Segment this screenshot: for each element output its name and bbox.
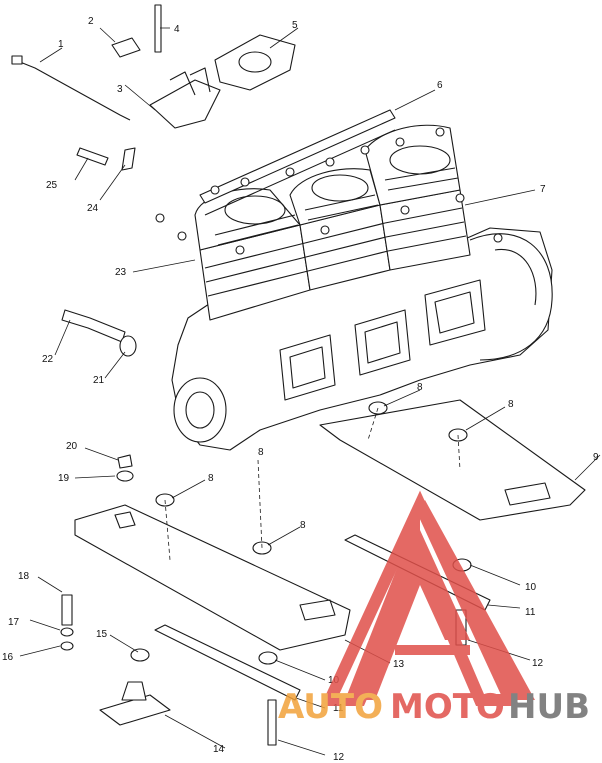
callout-12a: 12	[532, 658, 544, 669]
mount-plates	[60, 399, 586, 746]
callout-12b: 12	[333, 752, 345, 763]
callout-16: 16	[2, 652, 14, 663]
gasket	[214, 34, 296, 91]
bolt-12-bottom	[267, 699, 277, 746]
callout-8d: 8	[508, 399, 514, 410]
loose-parts	[11, 4, 296, 482]
nut-19	[116, 470, 134, 482]
callout-4: 4	[174, 24, 180, 35]
engine-assembly	[155, 109, 553, 451]
callout-6: 6	[437, 80, 443, 91]
watermark-hub: HUB	[508, 687, 590, 727]
watermark-logo: AUTO MOTO HUB	[278, 490, 590, 727]
callout-22: 22	[42, 354, 54, 365]
engine-plate-right	[319, 399, 586, 521]
decal	[111, 37, 141, 58]
callout-1: 1	[58, 39, 64, 50]
callout-11b: 11	[333, 703, 344, 714]
callout-9: 9	[593, 452, 599, 463]
callout-10a: 10	[525, 582, 537, 593]
callout-17: 17	[8, 617, 20, 628]
mount-bolt	[61, 309, 126, 343]
bolt-18	[61, 594, 73, 626]
callout-8b: 8	[300, 520, 306, 531]
callout-11a: 11	[525, 607, 536, 618]
callout-24: 24	[87, 203, 99, 214]
choke-cable	[14, 59, 131, 121]
callout-25: 25	[46, 180, 58, 191]
callout-20: 20	[66, 441, 78, 452]
engine-plate-left	[74, 504, 351, 651]
intake-ports	[279, 279, 486, 401]
crankshaft-end	[173, 377, 227, 443]
callout-3: 3	[117, 84, 123, 95]
callout-13: 13	[393, 659, 405, 670]
watermark-auto: AUTO	[278, 687, 383, 727]
callout-23: 23	[115, 267, 127, 278]
callout-8e: 8	[258, 447, 264, 458]
shim-left	[154, 624, 301, 701]
callout-8c: 8	[417, 382, 423, 393]
callout-14: 14	[213, 744, 225, 755]
watermark-moto: MOTO	[390, 687, 505, 727]
flywheel-housing	[469, 233, 553, 361]
callout-8a: 8	[208, 473, 214, 484]
callout-2: 2	[88, 16, 94, 27]
screw	[76, 147, 109, 166]
washer	[119, 335, 137, 357]
callout-15: 15	[96, 629, 108, 640]
callout-21: 21	[93, 375, 105, 386]
clip	[121, 147, 136, 171]
cylinder-heads	[194, 124, 461, 251]
callout-18: 18	[18, 571, 30, 582]
stud-bolt	[154, 4, 162, 53]
head-bolts	[155, 127, 503, 255]
callout-5: 5	[292, 20, 298, 31]
callout-7: 7	[540, 184, 546, 195]
callout-19: 19	[58, 473, 70, 484]
clip-20	[117, 454, 133, 469]
bracket	[149, 79, 221, 129]
